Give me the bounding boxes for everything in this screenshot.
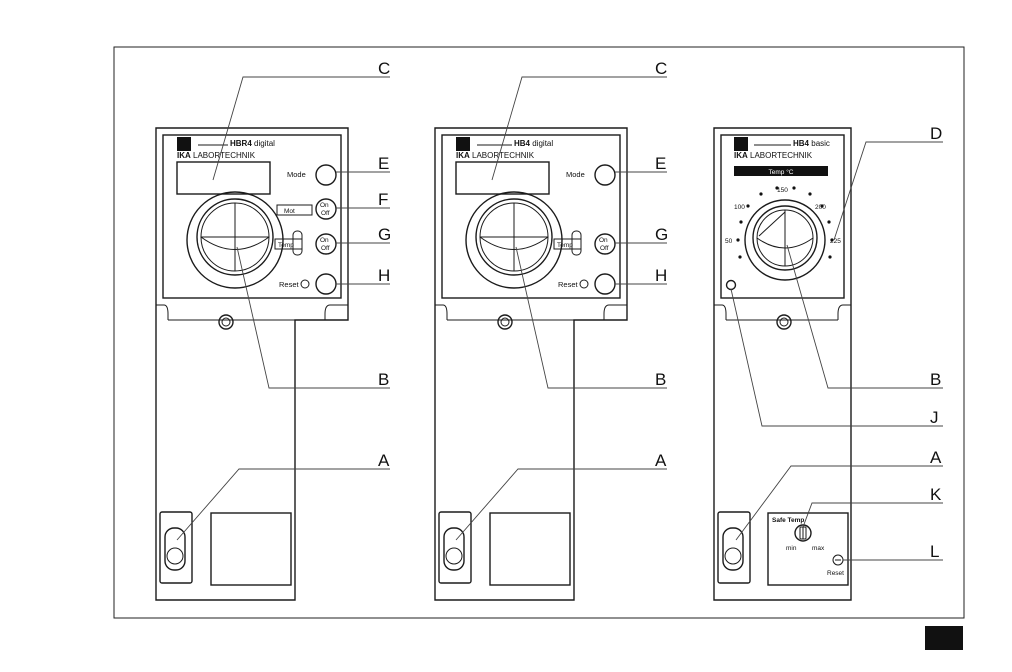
label-k: K [930, 485, 942, 504]
label-b: B [378, 370, 389, 389]
label-l: L [930, 542, 939, 561]
panel-hb4-basic: HB4 basic IKA LABORTECHNIK Temp °C 50 10… [714, 124, 943, 600]
logo-square [734, 137, 748, 151]
label-a: A [378, 451, 390, 470]
diagram-frame [114, 47, 964, 618]
safe-temp-max: max [812, 545, 825, 552]
svg-text:On: On [320, 237, 329, 244]
temp-scale-label: Temp °C [769, 168, 794, 176]
dial-tick-150: 150 [777, 187, 788, 194]
callout-j [731, 289, 943, 426]
svg-text:IKA LABORTECHNIK: IKA LABORTECHNIK [734, 151, 813, 160]
reset-button[interactable] [595, 274, 615, 294]
logo-square [456, 137, 470, 151]
mount-screw [777, 315, 791, 329]
label-b: B [655, 370, 666, 389]
blank-module [211, 513, 291, 585]
svg-text:Off: Off [600, 245, 609, 252]
label-d: D [930, 124, 942, 143]
control-knob[interactable] [187, 192, 283, 288]
safe-temp-dial[interactable] [795, 525, 811, 541]
temp-indicator [293, 231, 302, 255]
callout-a [177, 469, 390, 540]
label-e: E [378, 154, 389, 173]
temperature-knob[interactable] [745, 200, 825, 280]
temp-label: Temp [278, 242, 294, 249]
label-b: B [930, 370, 941, 389]
reset-button[interactable] [316, 274, 336, 294]
mount-screw [219, 315, 233, 329]
reset-label: Reset [279, 280, 300, 289]
label-c: C [655, 59, 667, 78]
svg-text:On: On [599, 237, 608, 244]
temp-label: Temp [557, 242, 573, 249]
callout-b [237, 247, 390, 388]
label-g: G [378, 225, 391, 244]
logo-square [177, 137, 191, 151]
dial-tick-100: 100 [734, 204, 745, 211]
reset-indicator [580, 280, 588, 288]
digital-display [456, 162, 549, 194]
panel-housing [156, 128, 348, 600]
page-tab-marker [925, 626, 963, 650]
svg-text:HB4 digital: HB4 digital [514, 139, 553, 148]
label-g: G [655, 225, 668, 244]
callout-k [803, 503, 943, 527]
dial-tick-200: 200 [815, 204, 826, 211]
reset-indicator [301, 280, 309, 288]
mode-label: Mode [566, 170, 585, 179]
svg-text:Off: Off [321, 245, 330, 252]
label-h: H [655, 266, 667, 285]
svg-text:On: On [320, 202, 329, 209]
panel-hb4-digital: HB4 digital IKA LABORTECHNIK Mode Temp O… [435, 59, 668, 600]
mode-button[interactable] [316, 165, 336, 185]
dial-tick-225: 225 [830, 238, 841, 245]
label-a: A [655, 451, 667, 470]
svg-text:HB4 basic: HB4 basic [793, 139, 830, 148]
svg-text:IKA LABORTECHNIK: IKA LABORTECHNIK [456, 151, 535, 160]
mount-screw [498, 315, 512, 329]
label-c: C [378, 59, 390, 78]
indicator-lamp [727, 281, 736, 290]
panel-hbr4-digital: HBR4 digital IKA LABORTECHNIK Mode Mot O… [156, 59, 391, 600]
label-j: J [930, 408, 939, 427]
safe-temp-reset-label: Reset [827, 570, 844, 577]
safe-temp-title: Safe Temp [772, 517, 804, 524]
svg-text:HBR4 digital: HBR4 digital [230, 139, 275, 148]
svg-text:Off: Off [321, 210, 330, 217]
control-knob[interactable] [466, 192, 562, 288]
digital-display [177, 162, 270, 194]
blank-module [490, 513, 570, 585]
callout-b [787, 245, 943, 388]
callout-a [456, 469, 667, 540]
label-a: A [930, 448, 942, 467]
mode-label: Mode [287, 170, 306, 179]
panel-separator [714, 305, 851, 320]
label-e: E [655, 154, 666, 173]
label-h: H [378, 266, 390, 285]
mot-label: Mot [284, 208, 295, 215]
svg-text:IKA LABORTECHNIK: IKA LABORTECHNIK [177, 151, 256, 160]
callout-b [516, 247, 667, 388]
panel-housing [435, 128, 627, 600]
temp-indicator [572, 231, 581, 255]
mode-button[interactable] [595, 165, 615, 185]
safe-temp-min: min [786, 545, 797, 552]
dial-tick-50: 50 [725, 238, 733, 245]
panel-housing [714, 128, 851, 600]
label-f: F [378, 190, 388, 209]
reset-label: Reset [558, 280, 579, 289]
